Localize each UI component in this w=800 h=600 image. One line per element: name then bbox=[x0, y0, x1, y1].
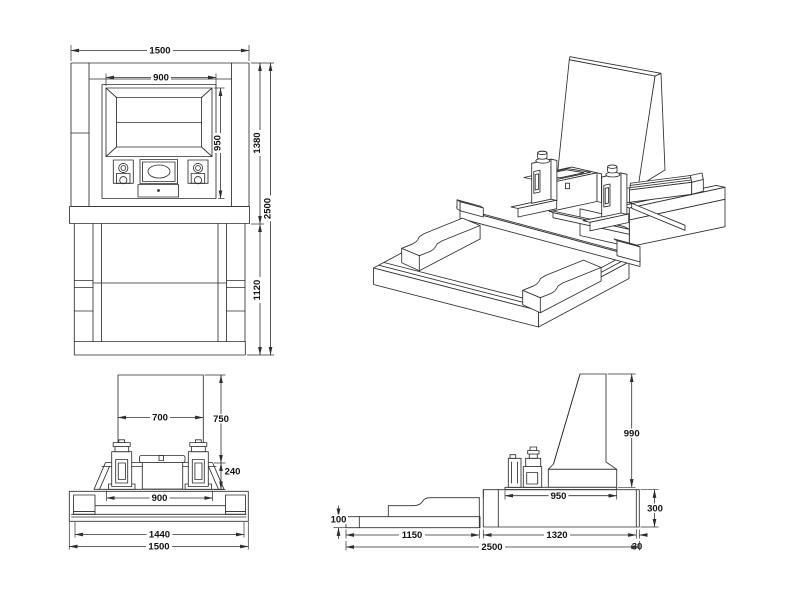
dim-label-monument-height: 990 bbox=[624, 429, 640, 440]
dim-label-stand-height: 1120 bbox=[252, 280, 263, 301]
arm-profile bbox=[387, 497, 480, 518]
front-elevation-view: 700 750 240 900 1440 1500 bbox=[68, 374, 249, 553]
dim-label-pallet-width: 1500 bbox=[148, 542, 169, 553]
center-switch-plate bbox=[139, 159, 178, 184]
dim-label-base-height: 300 bbox=[647, 504, 663, 515]
dim-label-fork-height: 100 bbox=[331, 515, 347, 526]
right-knob-icon bbox=[192, 162, 204, 174]
dim-label-total-width: 1500 bbox=[149, 46, 170, 57]
dim-label-headstone-height: 750 bbox=[213, 414, 229, 425]
dim-label-total-height: 2500 bbox=[263, 198, 274, 219]
right-jack-iso bbox=[582, 164, 630, 232]
monument-side bbox=[547, 373, 618, 470]
screen-bezel bbox=[105, 87, 213, 157]
center-block bbox=[141, 462, 184, 490]
dim-label-headstone-width: 700 bbox=[152, 413, 168, 424]
dim-label-fork-length: 1150 bbox=[402, 530, 423, 541]
dim-label-base-length: 1320 bbox=[546, 530, 567, 541]
jack-side bbox=[522, 446, 543, 488]
dim-label-total-depth: 2500 bbox=[481, 542, 502, 553]
dim-label-cabinet-height: 1380 bbox=[252, 132, 263, 153]
dim-label-clamp-height: 240 bbox=[225, 467, 241, 478]
left-jack-iso bbox=[510, 150, 558, 218]
left-rail-iso bbox=[401, 217, 481, 272]
lock-plate bbox=[137, 184, 179, 198]
monument-plinth-side bbox=[547, 468, 618, 488]
oval-switch-icon bbox=[147, 164, 171, 179]
center-block-cap bbox=[139, 455, 186, 463]
dim-label-table-depth: 950 bbox=[551, 491, 567, 502]
left-jack-front bbox=[108, 439, 136, 490]
dim-label-panel-height: 950 bbox=[213, 135, 224, 151]
right-jack-front bbox=[184, 439, 213, 490]
pallet-front bbox=[68, 490, 249, 522]
dim-label-deck-width: 1440 bbox=[149, 530, 170, 541]
cabinet-base-band bbox=[69, 206, 250, 224]
left-knob-icon bbox=[118, 162, 129, 174]
dim-label-table-width: 900 bbox=[152, 493, 168, 504]
right-rail-iso bbox=[522, 259, 602, 314]
fork-tray-side bbox=[345, 516, 481, 529]
front-view: 1500 900 950 1380 1120 2500 bbox=[69, 45, 276, 356]
stand-base bbox=[73, 341, 246, 356]
isometric-view bbox=[373, 56, 726, 328]
base-block-side bbox=[482, 489, 640, 528]
dim-label-opening-width: 900 bbox=[153, 73, 169, 84]
bracket-side bbox=[507, 454, 522, 488]
side-view: 990 950 300 100 1150 1320 bbox=[329, 373, 665, 553]
